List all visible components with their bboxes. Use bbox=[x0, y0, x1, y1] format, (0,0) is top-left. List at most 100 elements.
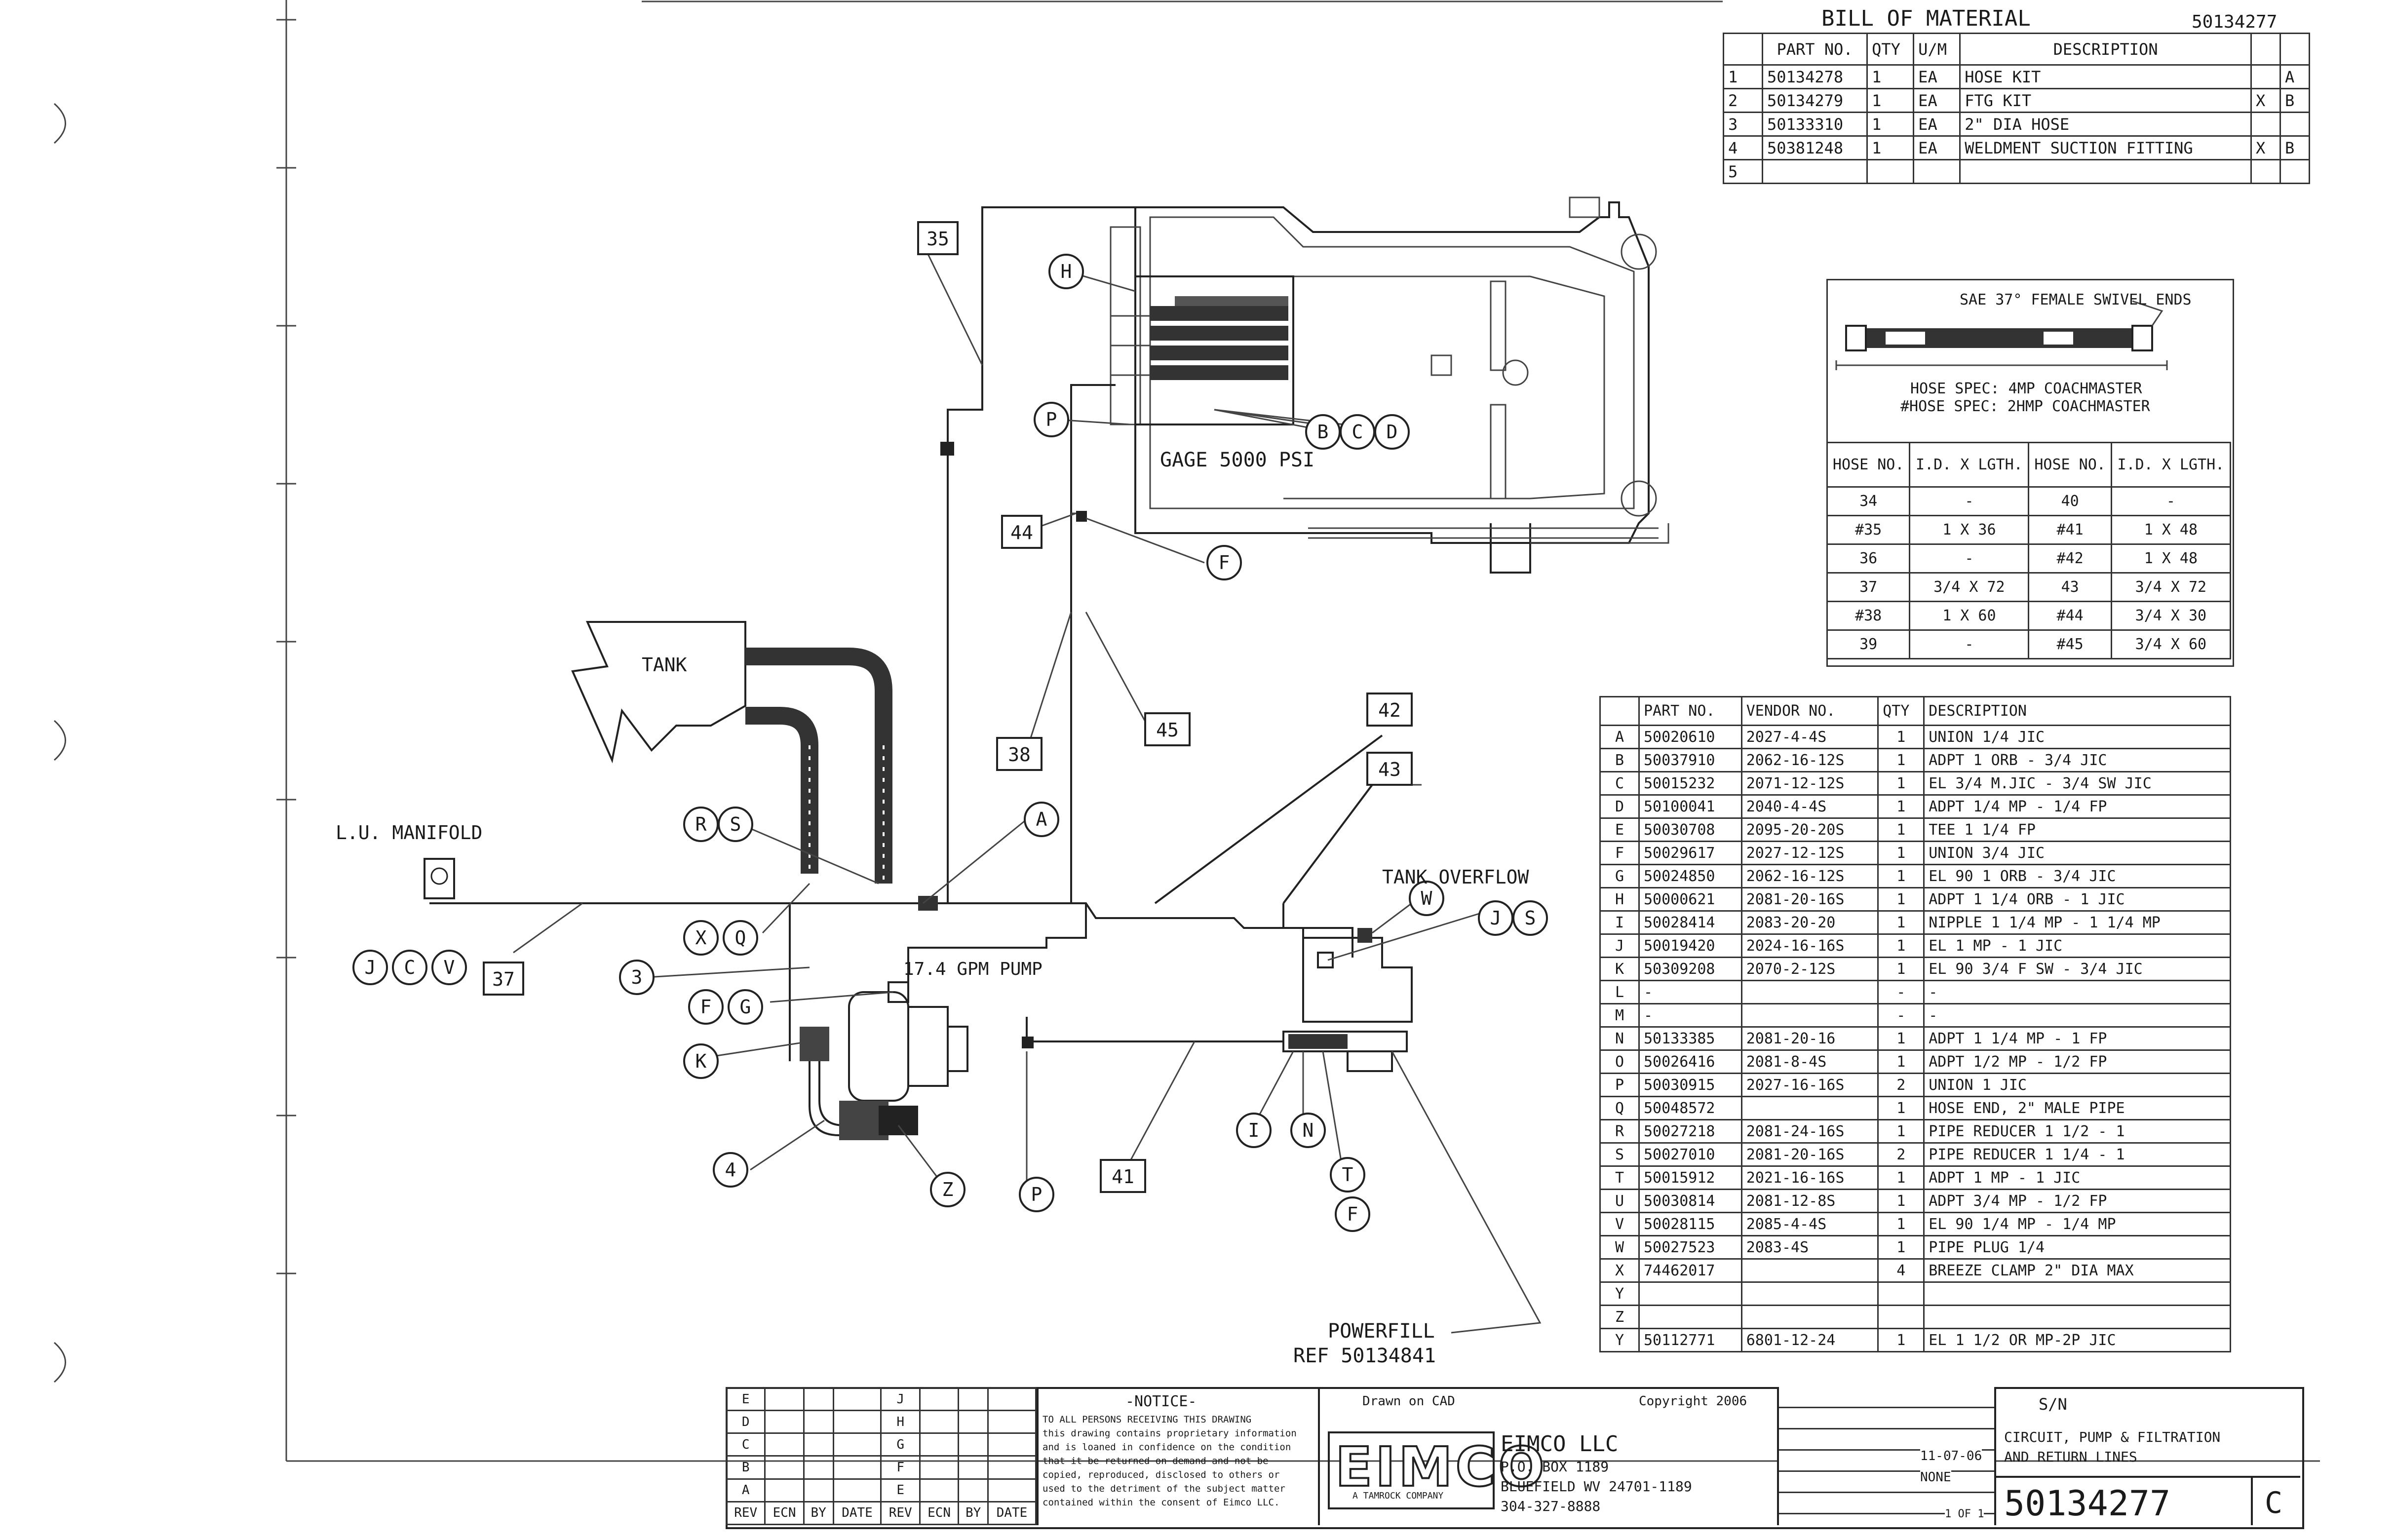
callout-4: 4 bbox=[713, 1152, 748, 1188]
callout-circles: H P B C D F A R S X Q W J S 3 F G K J C … bbox=[352, 254, 1548, 1232]
svg-text:C: C bbox=[1352, 421, 1363, 443]
notice-line: this drawing contains proprietary inform… bbox=[1043, 1428, 1297, 1439]
fitting-cell-part: 50015912 bbox=[1638, 1165, 1742, 1190]
fitting-cell-qty: 1 bbox=[1877, 794, 1925, 819]
drawing-number: 50134277 bbox=[2004, 1483, 2171, 1524]
fitting-cell-item: D bbox=[1599, 794, 1640, 819]
fitting-cell-desc: ADPT 1 ORB - 3/4 JIC bbox=[1923, 748, 2231, 772]
callout-3: 3 bbox=[619, 960, 655, 995]
fitting-cell-part bbox=[1638, 1281, 1742, 1306]
drawing-scale: NONE bbox=[1920, 1470, 1951, 1485]
fitting-cell-part: 50030814 bbox=[1638, 1189, 1742, 1213]
table-row: 34-40- bbox=[1826, 486, 2232, 516]
powerfill-label: POWERFILL bbox=[1328, 1320, 1435, 1343]
hose-lines bbox=[429, 206, 1542, 1334]
fitting-cell-qty: 1 bbox=[1877, 887, 1925, 912]
fitting-cell-part: 50000621 bbox=[1638, 887, 1742, 912]
hose-caption-spec2: #HOSE SPEC: 2HMP COACHMASTER bbox=[1900, 398, 2150, 415]
svg-text:F: F bbox=[700, 996, 712, 1018]
svg-text:J: J bbox=[365, 957, 376, 978]
gage-label: GAGE 5000 PSI bbox=[1160, 449, 1314, 471]
fitting-cell-qty: 1 bbox=[1877, 1026, 1925, 1051]
fitting-cell-qty: 1 bbox=[1877, 748, 1925, 772]
fitting-cell-vendor: 2027-16-16S bbox=[1740, 1073, 1879, 1097]
fitting-cell-item: S bbox=[1599, 1142, 1640, 1167]
fitting-cell-vendor bbox=[1740, 1258, 1879, 1283]
fitting-cell-desc: PIPE PLUG 1/4 bbox=[1923, 1235, 2231, 1260]
drawing-sheet: 1 OF 1 bbox=[1945, 1508, 1984, 1520]
fitting-cell-vendor: 2081-24-16S bbox=[1740, 1119, 1879, 1144]
fitting-cell-qty: 1 bbox=[1877, 1212, 1925, 1236]
fitting-cell-item: L bbox=[1599, 980, 1640, 1004]
hose-col-len: I.D. X LGTH. bbox=[1909, 442, 2030, 488]
hose-box-37: 37 bbox=[483, 962, 524, 996]
bom-title: BILL OF MATERIAL bbox=[1821, 6, 2031, 31]
svg-text:41: 41 bbox=[1112, 1166, 1134, 1188]
fitting-cell-qty: 1 bbox=[1877, 1119, 1925, 1144]
fitting-cell-item: H bbox=[1599, 887, 1640, 912]
svg-text:D: D bbox=[1387, 421, 1398, 443]
fitting-cell-item: C bbox=[1599, 771, 1640, 796]
fitting-cell-desc: ADPT 1/4 MP - 1/4 FP bbox=[1923, 794, 2231, 819]
drawing-title-line2: AND RETURN LINES bbox=[2004, 1449, 2137, 1465]
fitting-cell-desc: - bbox=[1923, 980, 2231, 1004]
svg-text:J: J bbox=[1490, 907, 1502, 929]
powerfill-ref-label: REF 50134841 bbox=[1293, 1345, 1436, 1367]
fitting-cell-vendor: 2040-4-4S bbox=[1740, 794, 1879, 819]
fitting-cell-item: I bbox=[1599, 910, 1640, 935]
fitting-cell-qty: 1 bbox=[1877, 1165, 1925, 1190]
svg-text:42: 42 bbox=[1378, 699, 1401, 721]
fitting-cell-item: E bbox=[1599, 817, 1640, 842]
callout-n: N bbox=[1290, 1113, 1326, 1148]
callout-r: R bbox=[683, 807, 719, 842]
drawing-title-line1: CIRCUIT, PUMP & FILTRATION bbox=[2004, 1429, 2221, 1445]
hydraulic-tank bbox=[571, 621, 892, 884]
svg-text:K: K bbox=[695, 1050, 707, 1072]
fitting-cell-desc: EL 3/4 M.JIC - 3/4 SW JIC bbox=[1923, 771, 2231, 796]
manifold-label: L.U. MANIFOLD bbox=[336, 822, 482, 844]
fitting-cell-vendor bbox=[1740, 1003, 1879, 1028]
fitting-cell-qty: 4 bbox=[1877, 1258, 1925, 1283]
margin-mark bbox=[54, 720, 66, 761]
callout-g: G bbox=[728, 989, 763, 1025]
hose-col-len-2: I.D. X LGTH. bbox=[2110, 442, 2232, 488]
svg-text:45: 45 bbox=[1156, 719, 1179, 741]
callout-q: Q bbox=[723, 920, 758, 956]
notice-line: TO ALL PERSONS RECEIVING THIS DRAWING bbox=[1043, 1414, 1252, 1425]
company-phone: 304-327-8888 bbox=[1501, 1498, 1601, 1514]
callout-w: W bbox=[1409, 881, 1444, 916]
bom-col-part: PART NO. bbox=[1761, 33, 1868, 66]
table-row: L--- bbox=[1599, 980, 2231, 1004]
component-labels: GAGE 5000 PSI TANK 17.4 GPM PUMP L.U. MA… bbox=[336, 449, 1529, 1367]
svg-text:37: 37 bbox=[492, 968, 515, 990]
callout-j: J bbox=[1478, 900, 1513, 936]
valve-bank bbox=[1111, 275, 1388, 430]
fitting-cell-vendor: 2071-12-12S bbox=[1740, 771, 1879, 796]
fitting-cell-vendor: 2081-12-8S bbox=[1740, 1189, 1879, 1213]
table-row: M--- bbox=[1599, 1003, 2231, 1028]
fitting-cell-desc: EL 90 3/4 F SW - 3/4 JIC bbox=[1923, 957, 2231, 981]
svg-text:S: S bbox=[730, 813, 741, 835]
notice-box bbox=[1037, 1387, 1320, 1525]
fitting-cell-item: Y bbox=[1599, 1281, 1640, 1306]
hose-caption-spec1: HOSE SPEC: 4MP COACHMASTER bbox=[1910, 380, 2142, 397]
svg-text:Q: Q bbox=[735, 927, 746, 949]
fitting-cell-desc: ADPT 1/2 MP - 1/2 FP bbox=[1923, 1049, 2231, 1074]
callout-x: X bbox=[683, 920, 719, 956]
callout-b: B bbox=[1305, 414, 1341, 450]
fitting-cell-vendor: 2081-20-16 bbox=[1740, 1026, 1879, 1051]
fitting-cell-desc: EL 1 MP - 1 JIC bbox=[1923, 933, 2231, 958]
fitting-cell-part: 50030708 bbox=[1638, 817, 1742, 842]
